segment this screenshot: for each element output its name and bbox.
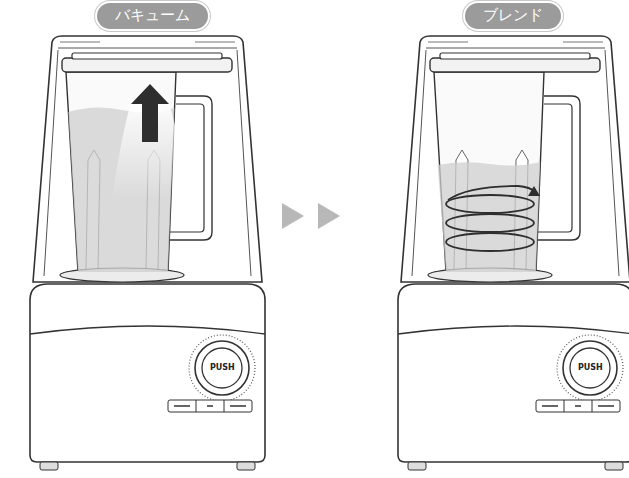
blender-blend — [398, 36, 629, 470]
badge-text: ブレンド — [483, 3, 543, 27]
step-arrow — [318, 203, 340, 229]
step-badge: バキューム — [97, 3, 208, 29]
spiral — [446, 195, 534, 213]
vacuum-arrow — [131, 84, 169, 142]
badge-text: バキューム — [115, 3, 190, 27]
button-label: PUSH — [210, 363, 235, 373]
spiral — [446, 214, 534, 232]
spiral-head — [528, 186, 540, 196]
blend-side — [438, 162, 541, 272]
blender-vacuum — [30, 36, 265, 470]
liquid — [438, 162, 541, 272]
step-arrow — [282, 203, 304, 229]
step-badge: ブレンド — [465, 3, 561, 29]
spiral — [446, 233, 534, 251]
spiral — [448, 186, 536, 200]
button-label: PUSH — [578, 363, 603, 373]
